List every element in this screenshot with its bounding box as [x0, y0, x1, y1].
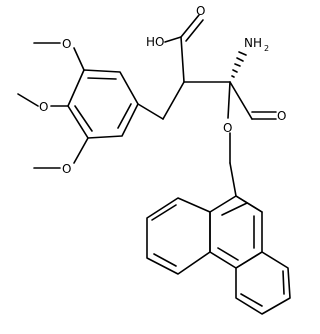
methoxy-groups — [17, 42, 89, 169]
ester-oxygen-label: O — [223, 121, 232, 135]
backbone-bonds — [137, 81, 253, 120]
methoxy-bottom-oxygen-label: O — [62, 162, 71, 176]
ester-carbonyl-oxygen-label: O — [277, 109, 286, 123]
fluorenyl-group — [146, 195, 291, 315]
amine-hashed-bond — [231, 51, 247, 78]
atom-labels: HO O NH 2 O O O O O — [39, 4, 286, 176]
methoxy-middle-oxygen-label: O — [39, 100, 48, 114]
structure-canvas: HO O NH 2 O O O O O — [17, 4, 291, 315]
methoxy-top-oxygen-label: O — [62, 37, 71, 51]
molecule-diagram: HO O NH 2 O O O O O — [17, 4, 291, 315]
ester-group — [227, 81, 277, 197]
amine-subscript: 2 — [264, 44, 269, 53]
trimethoxyphenyl-ring — [67, 69, 139, 139]
acid-carbonyl-oxygen-label: O — [196, 4, 205, 18]
carboxylic-acid — [164, 14, 204, 83]
acid-label: HO — [146, 35, 164, 49]
amine-label: NH — [244, 36, 262, 50]
